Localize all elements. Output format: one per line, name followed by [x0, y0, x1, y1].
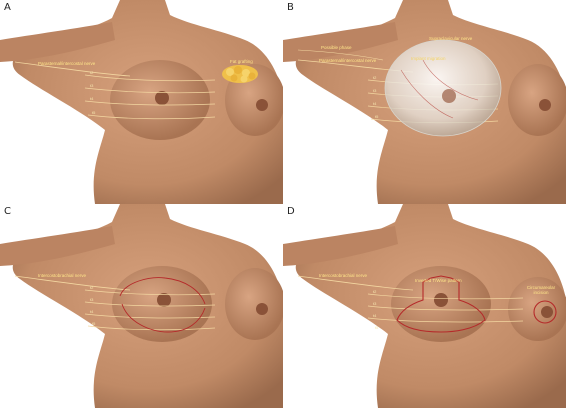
- intercostal-label-t2: t2: [90, 71, 93, 75]
- intercostal-label-t5: t5: [92, 111, 95, 115]
- intercostal-label-t4: t4: [373, 314, 376, 318]
- right-nipple: [541, 306, 553, 318]
- torso-illustration-b: [283, 0, 566, 204]
- nerve-label: Parasternal/intercostal nerve: [319, 59, 376, 64]
- left-nipple: [434, 293, 448, 307]
- intercostal-label-t2: t2: [373, 76, 376, 80]
- intercostal-label-t3: t3: [373, 89, 376, 93]
- breast-implant: [385, 40, 501, 136]
- intercostal-label-t4: t4: [90, 97, 93, 101]
- wise-pattern-label: Inverted T/Wise pattern: [415, 279, 462, 284]
- right-breast: [225, 268, 283, 340]
- torso-illustration-a: [0, 0, 283, 204]
- intercostal-label-t2: t2: [373, 290, 376, 294]
- nerve-label: Intercostobrachial nerve: [38, 274, 86, 279]
- intercostal-label-t2: t2: [90, 286, 93, 290]
- panel-letter: C: [4, 206, 11, 217]
- panel-letter: A: [4, 2, 11, 13]
- panel-c: C Intercostobrachial nerve t2 t3 t4 t5: [0, 204, 283, 408]
- implant-migration-label: Implant migration: [411, 57, 446, 62]
- right-nipple: [256, 99, 268, 111]
- left-nipple: [442, 89, 456, 103]
- intercostal-label-t3: t3: [90, 298, 93, 302]
- intercostal-label-t4: t4: [90, 310, 93, 314]
- supraclavicular-nerve-label: Supraclavicular nerve: [429, 37, 472, 42]
- right-nipple: [539, 99, 551, 111]
- panel-d: D Intercostobrachial nerve Inverted T/Wi…: [283, 204, 566, 408]
- fat-grafting-label: Fat grafting: [230, 60, 253, 65]
- intercostal-label-t5: t5: [92, 322, 95, 326]
- panel-b: B Parasternal/intercostal nerve Supracla…: [283, 0, 566, 204]
- nerve-label: Intercostobrachial nerve: [319, 274, 367, 279]
- circumareolar-label: Circumareolar incision: [523, 286, 559, 295]
- panel-letter: B: [287, 2, 294, 13]
- intercostal-label-t5: t5: [375, 115, 378, 119]
- panel-letter: D: [287, 206, 295, 217]
- intercostal-label-t3: t3: [90, 84, 93, 88]
- nerve-label: Parasternal/intercostal nerve: [38, 62, 95, 67]
- fat-graft: [222, 65, 258, 83]
- intercostal-label-t3: t3: [373, 302, 376, 306]
- right-breast: [508, 64, 566, 136]
- torso-illustration-c: [0, 204, 283, 408]
- torso-illustration-d: [283, 204, 566, 408]
- panel-a: A Parasternal/intercostal nerve Fat graf…: [0, 0, 283, 204]
- intercostal-label-t4: t4: [373, 102, 376, 106]
- right-nipple: [256, 303, 268, 315]
- possible-phase-label: Possible phase: [321, 46, 352, 51]
- intercostal-label-t5: t5: [375, 326, 378, 330]
